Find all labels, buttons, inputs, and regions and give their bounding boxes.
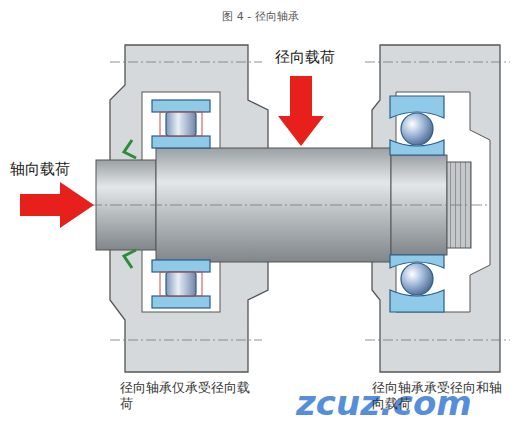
radial-load-arrow bbox=[278, 76, 324, 146]
ball-bearing bbox=[390, 96, 444, 312]
right-housing bbox=[372, 45, 500, 372]
bearing-note: 径向轴承承受径向和轴向载荷 bbox=[372, 380, 512, 413]
bearing-note: 径向轴承仅承受径向载荷 bbox=[120, 380, 260, 413]
figure-title: 图 4 - 径向轴承 bbox=[0, 10, 521, 24]
axial-load-arrow bbox=[20, 182, 94, 228]
shaft bbox=[70, 148, 490, 262]
center-line bbox=[110, 62, 510, 340]
roller-bearing bbox=[152, 100, 210, 308]
load-label: 轴向载荷 bbox=[10, 160, 110, 179]
load-label: 径向载荷 bbox=[250, 48, 360, 67]
seal bbox=[124, 140, 136, 268]
